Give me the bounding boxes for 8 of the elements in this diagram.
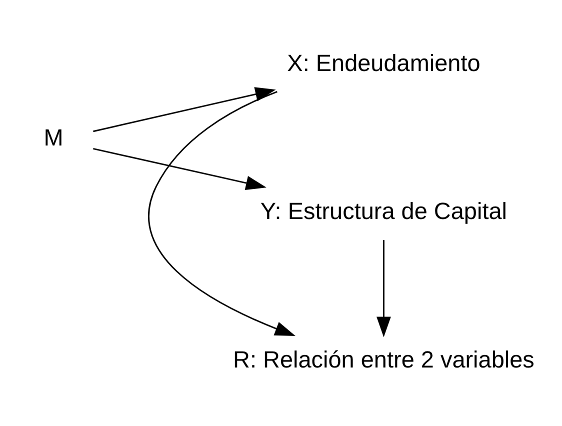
arrow [376, 240, 391, 337]
node-text: M [44, 124, 64, 150]
arrow [93, 86, 276, 132]
arrow [148, 90, 296, 336]
arrow [93, 147, 266, 190]
node-text: X: Endeudamiento [287, 49, 480, 76]
node-text: R: Relación entre 2 variables [233, 346, 534, 372]
node-text: Y: Estructura de Capital [260, 198, 508, 224]
